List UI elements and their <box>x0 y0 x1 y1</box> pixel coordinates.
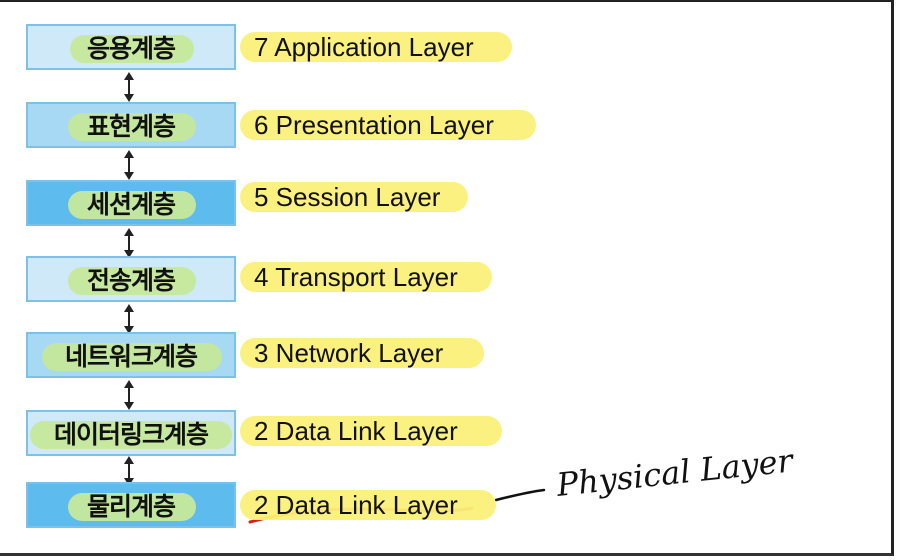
double-arrow-icon <box>124 304 134 334</box>
double-arrow-icon <box>124 228 134 258</box>
layer-box-network: 네트워크계층 <box>26 332 236 378</box>
double-arrow-icon <box>124 150 134 180</box>
layer-korean-label: 세션계층 <box>86 190 176 219</box>
english-highlight <box>240 338 484 368</box>
layer-korean-label: 표현계층 <box>86 112 176 141</box>
layer-english-label: 2 Data Link Layer <box>254 416 458 446</box>
korean-highlight <box>68 191 196 219</box>
layer-korean-label: 전송계층 <box>86 266 176 295</box>
layer-box-application: 응용계층 <box>26 24 236 70</box>
layer-english-label: 4 Transport Layer <box>254 262 458 292</box>
korean-highlight <box>68 267 196 295</box>
layer-box-presentation: 표현계층 <box>26 102 236 148</box>
layer-korean-label: 네트워크계층 <box>64 342 198 371</box>
layer-english-label: 7 Application Layer <box>254 32 474 62</box>
layer-korean-label: 데이터링크계층 <box>53 420 209 449</box>
double-arrow-icon <box>124 72 134 102</box>
korean-highlight <box>70 35 194 63</box>
korean-highlight <box>42 343 222 371</box>
english-highlight <box>240 416 502 446</box>
english-highlight <box>240 32 512 62</box>
layer-box-physical: 물리계층 <box>26 482 236 528</box>
english-highlight <box>240 110 536 140</box>
layer-english-label: 5 Session Layer <box>254 182 441 212</box>
layer-english-label: 6 Presentation Layer <box>254 110 494 140</box>
crossed-out-english-label: 2 Data Link Layer <box>254 490 458 520</box>
layer-korean-label: 물리계층 <box>86 492 176 521</box>
double-arrow-icon <box>124 380 134 410</box>
korean-highlight <box>30 421 232 449</box>
korean-highlight <box>68 113 196 141</box>
layer-box-session: 세션계층 <box>26 180 236 226</box>
korean-highlight <box>68 493 196 521</box>
layer-korean-label: 응용계층 <box>86 34 176 63</box>
layer-box-data-link: 데이터링크계층 <box>26 410 236 456</box>
layer-english-label: 3 Network Layer <box>254 338 444 368</box>
layer-box-transport: 전송계층 <box>26 256 236 302</box>
english-highlight <box>240 182 468 212</box>
english-highlight <box>240 262 492 292</box>
